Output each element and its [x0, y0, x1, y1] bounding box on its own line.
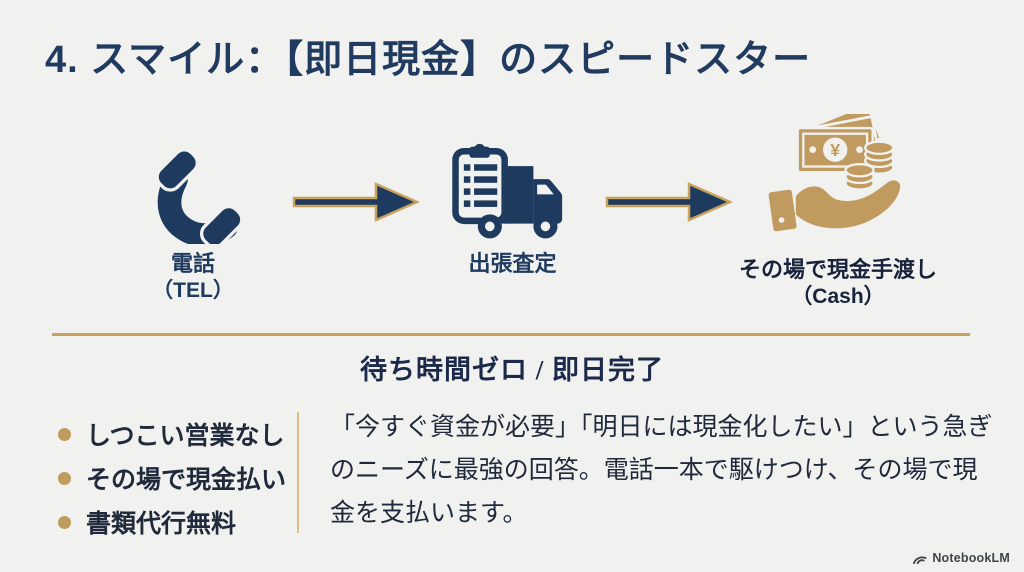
benefit-list: しつこい営業なし その場で現金払い 書類代行無料 [58, 412, 286, 544]
svg-text:¥: ¥ [830, 140, 840, 160]
flow-step-phone: 電話 （TEL） [108, 140, 278, 304]
watermark-label: NotebookLM [932, 551, 1010, 565]
step-sublabel: （TEL） [152, 278, 234, 302]
horizontal-divider [52, 333, 970, 336]
step-label: その場で現金手渡し [738, 257, 937, 282]
page-title: 4. スマイル：【即日現金】のスピードスター [45, 39, 812, 81]
bullet-text: しつこい営業なし [86, 422, 285, 450]
description-text: 「今すぐ資金が必要」「明日には現金化したい」という急ぎのニーズに最強の回答。電話… [330, 413, 993, 527]
bullet-text: その場で現金払い [86, 466, 287, 494]
bullet-dot-icon [58, 471, 71, 485]
phone-icon [155, 148, 241, 244]
tagline: 待ち時間ゼロ / 即日完了 [359, 355, 664, 385]
flow-step-appraisal: 出張査定 [435, 142, 590, 278]
list-item: 書類代行無料 [58, 500, 286, 544]
vertical-divider [297, 412, 299, 533]
bullet-text: 書類代行無料 [86, 510, 237, 538]
step-label: 電話 [170, 251, 215, 276]
cash-in-hand-icon: ¥ [768, 114, 901, 232]
watermark: NotebookLM [912, 551, 1010, 565]
arrow-right-icon [292, 182, 421, 222]
bullet-dot-icon [58, 515, 71, 529]
step-sublabel: （Cash） [791, 284, 885, 308]
arrow-right-icon [605, 182, 734, 222]
bullet-dot-icon [58, 427, 71, 441]
list-item: しつこい営業なし [58, 412, 286, 456]
flow-step-cash: ¥ その場で現金手渡し （Cash） [722, 114, 954, 310]
truck-appraisal-icon [451, 143, 562, 239]
notebooklm-logo-icon [913, 556, 927, 564]
list-item: その場で現金払い [58, 456, 286, 500]
step-label: 出張査定 [468, 251, 557, 276]
